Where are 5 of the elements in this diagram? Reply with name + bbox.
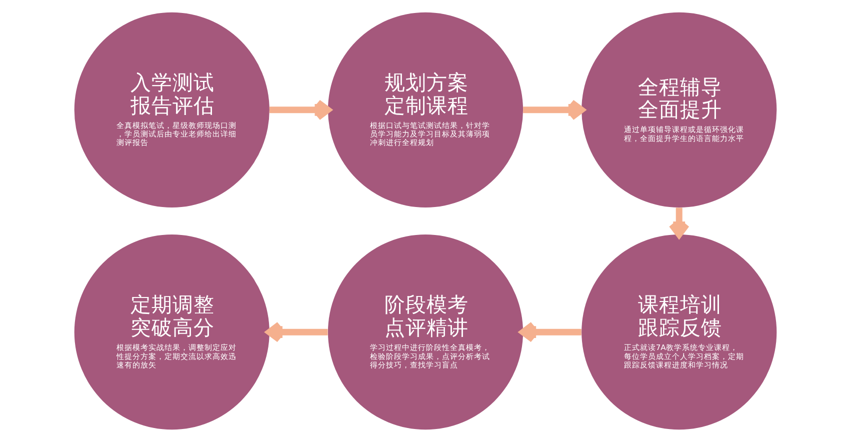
- arrow: [522, 99, 584, 120]
- arrow: [266, 322, 328, 343]
- arrow: [519, 322, 581, 343]
- arrow: [668, 208, 690, 238]
- arrow: [268, 99, 331, 120]
